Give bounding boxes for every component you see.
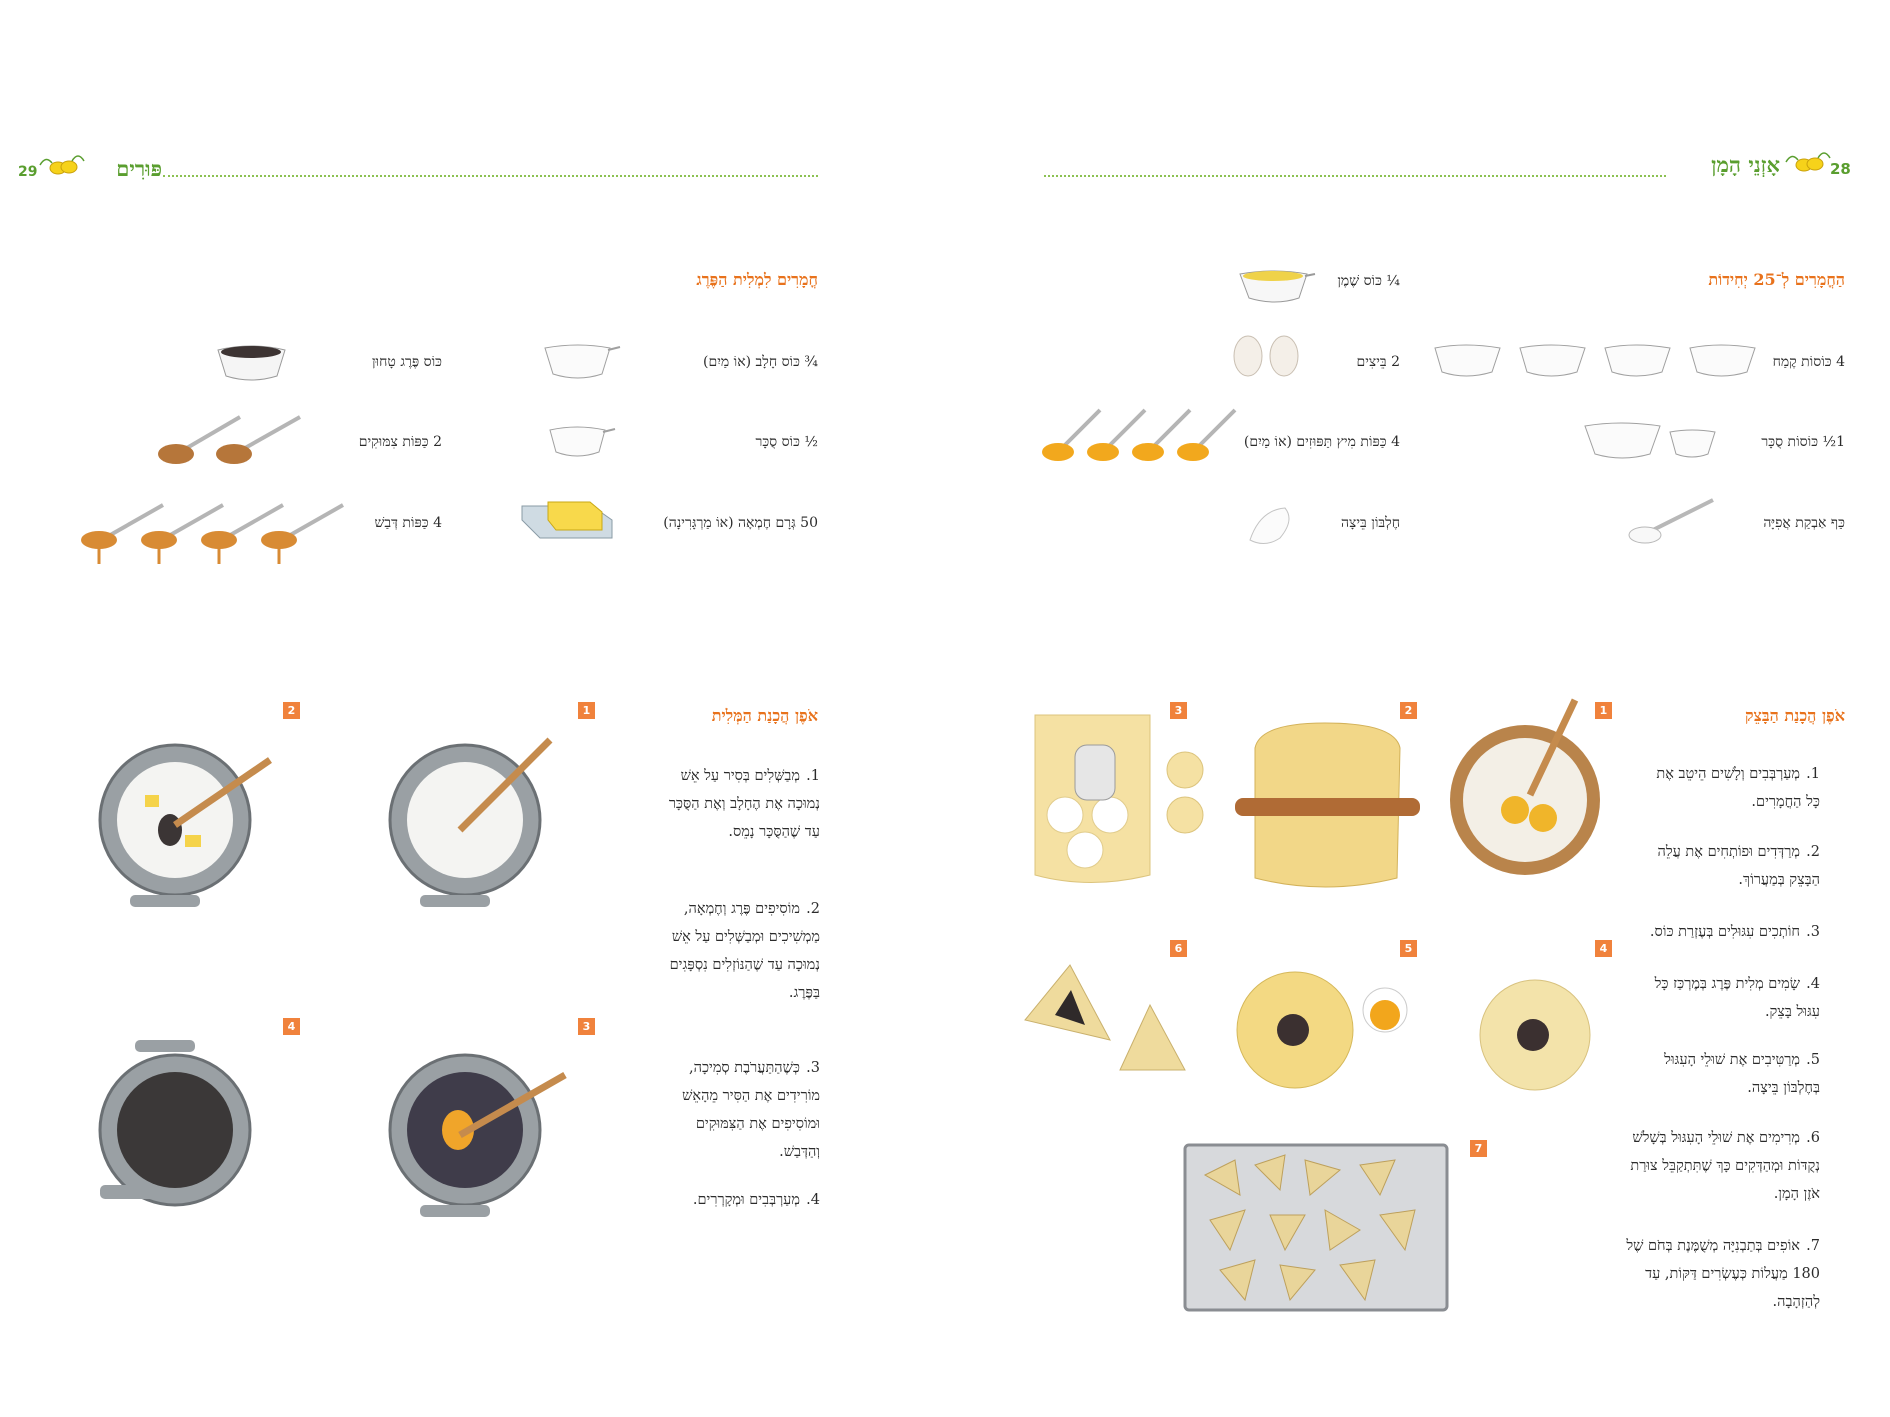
ingredient-baking-powder: כַּף אַבְקַת אֲפִיָּה	[1763, 515, 1845, 531]
pot-badge-1: 1	[578, 702, 595, 719]
poppy-seed-bowl-icon	[217, 345, 286, 381]
step-badge-1: 1	[1595, 702, 1612, 719]
baking-tray-illustration	[1183, 1143, 1449, 1312]
rolling-dough-illustration	[1235, 722, 1420, 888]
flour-cups-icon	[1434, 344, 1756, 377]
pot-raisins-illustration	[388, 1053, 567, 1217]
step-badge-5: 5	[1400, 940, 1417, 957]
pot-badge-3: 3	[578, 1018, 595, 1035]
pot-badge-4: 4	[283, 1018, 300, 1035]
ingredient-orange-juice: 4 כַּפּוֹת מִיץ תַּפּוּזִים (אוֹ מַיִם)	[1243, 434, 1400, 450]
step-badge-2: 2	[1400, 702, 1417, 719]
step-badge-4: 4	[1595, 940, 1612, 957]
step-badge-3: 3	[1170, 702, 1187, 719]
ingredient-egg-white: חֶלְבּוֹן בֵּיצָה	[1341, 515, 1400, 531]
ingredient-oil: ¼ כּוֹס שֶׁמֶן	[1337, 273, 1400, 289]
raisin-spoons-icon	[158, 415, 301, 464]
baking-powder-spoon-icon	[1628, 498, 1714, 544]
step-left-4: 4.מְעַרְבְּבִים וּמְקָרְרִים.	[692, 1192, 820, 1208]
folded-triangles-illustration	[1024, 964, 1186, 1071]
ingredient-butter: 50 גְּרָם חֶמְאָה (אוֹ מַרְגָּרִינָה)	[663, 515, 818, 531]
step-right-6: 6.מְרִימִים אֶת שׁוּלֵי הָעִגּוּל בְּשָׁ…	[1630, 1130, 1820, 1202]
ingredient-honey: 4 כַּפּוֹת דְּבַשׁ	[374, 515, 442, 531]
step-left-1: 1.מְבַשְּׁלִים בְּסִיר עַל אֵשׁ נְמוּכָה…	[668, 768, 820, 840]
ingredients-title-right: הַחֳמָרִים לְ־25 יְחִידוֹת	[1708, 270, 1845, 289]
page-number-left: 29	[18, 164, 38, 180]
step-right-1: 1.מְעַרְבְּבִים וְלָשִׁים הֵיטֵב אֶת כָּ…	[1656, 766, 1820, 810]
egg-white-icon	[1249, 507, 1290, 544]
milk-cup-icon	[544, 344, 621, 379]
pot-milk-illustration	[388, 737, 553, 907]
ingredient-flour: 4 כּוֹסוֹת קֶמַח	[1772, 354, 1845, 370]
pot-cooling-illustration	[98, 1040, 252, 1207]
step-right-5: 5.מְרַטִּיבִים אֶת שׁוּלֵי הָעִגּוּל בְּ…	[1664, 1052, 1820, 1096]
step-badge-6: 6	[1170, 940, 1187, 957]
step-badge-7: 7	[1470, 1140, 1487, 1157]
step-right-2: 2.מְרַדְּדִים וּפוֹתְחִים אֶת עֲלֵה הַבָ…	[1657, 844, 1820, 888]
ingredient-raisins: 2 כַּפּוֹת צִמּוּקִים	[358, 434, 442, 450]
sugar-cups-icon	[1584, 422, 1716, 459]
mixing-bowl-illustration	[1450, 698, 1600, 875]
ingredient-milk: ¾ כּוֹס חָלָב (אוֹ מַיִם)	[703, 354, 818, 370]
honey-spoons-icon	[81, 503, 344, 564]
ingredient-eggs: 2 בֵּיצִים	[1356, 354, 1400, 370]
candy-icon-left	[39, 155, 85, 175]
sugar-cup-icon	[549, 426, 616, 457]
cutting-circles-illustration	[1034, 714, 1204, 883]
eggs-icon	[1233, 335, 1299, 377]
pot-badge-2: 2	[283, 702, 300, 719]
step-left-2: 2.מוֹסִיפִים פֶּרֶג וְחֶמְאָה, מַמְשִׁיכ…	[669, 901, 820, 1001]
page-title-right: אָזְנֵי הָמָן	[1711, 152, 1780, 177]
method-title-left: אֹפֶן הֲכָנַת הַמְּלִית	[711, 706, 818, 725]
page-number-right: 28	[1830, 160, 1851, 178]
oil-cup-icon	[1239, 270, 1316, 303]
header-divider-right	[1044, 175, 1666, 177]
filling-circle-illustration	[1479, 979, 1591, 1091]
orange-juice-spoons-icon	[1042, 408, 1237, 461]
page-title-left: פּוּרִים	[116, 156, 162, 181]
butter-icon	[521, 501, 613, 539]
step-right-7: 7.אוֹפִים בְּתַבְנִיָּה מְשֻׁמֶּנֶת בְּח…	[1626, 1238, 1820, 1310]
egg-wash-illustration	[1236, 971, 1408, 1089]
step-right-4: 4.שָׂמִים מְלִית פֶּרֶג בְּמֶרְכַּז כָּל…	[1654, 976, 1820, 1020]
ingredient-sugar-left: ½ כּוֹס סֻכָּר	[755, 434, 818, 450]
step-left-3: 3.כְּשֶׁהַתַּעֲרֹבֶת סְמִיכָה, מוֹרִידִי…	[682, 1060, 820, 1160]
ingredient-poppy: כּוֹס פֶּרֶג טָחוּן	[371, 354, 442, 370]
ingredient-sugar-right: 1½ כּוֹסוֹת סֻכָּר	[1761, 434, 1845, 450]
header-divider-left	[163, 175, 818, 177]
step-right-3: 3.חוֹתְכִים עִגּוּלִים בְּעֶזְרַת כּוֹס.	[1649, 924, 1820, 940]
pot-butter-illustration	[98, 743, 272, 907]
ingredients-title-left: חֳמָרִים לִמְלִית הַפֶּרֶג	[696, 270, 818, 289]
method-title-right: אֹפֶן הֲכָנַת הַבָּצֵק	[1744, 706, 1845, 725]
candy-icon-right	[1785, 152, 1831, 172]
